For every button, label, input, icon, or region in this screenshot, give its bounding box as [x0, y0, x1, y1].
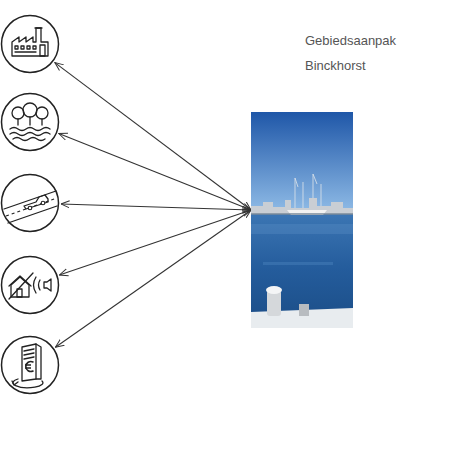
drawing-rect: [251, 112, 353, 212]
double-arrow: [55, 210, 251, 347]
drawing-circle: [12, 107, 24, 119]
double-arrow: [59, 210, 251, 275]
drawing-rect: [21, 46, 24, 49]
economy-icon-art: [0, 335, 60, 395]
drawing-circle: [36, 107, 48, 119]
noise-icon: [0, 255, 60, 315]
drawing-path: [10, 133, 50, 136]
drawing-path: [10, 128, 50, 131]
drawing-circle: [2, 16, 59, 73]
area-heading: Gebiedsaanpak Binckhorst: [305, 28, 409, 78]
drawing-path: [25, 365, 31, 368]
drawing-rect: [33, 46, 36, 49]
area-photo: Gebiedsaanpak Binckhorst: [251, 28, 353, 328]
drawing-circle: [23, 103, 37, 117]
drawing-circle: [2, 175, 59, 232]
nature-water-icon-art: [0, 92, 60, 152]
drawing-rect: [40, 45, 45, 56]
drawing-path: [251, 198, 353, 214]
drawing-rect: [299, 304, 309, 316]
drawing-path: [24, 195, 48, 209]
drawing-path: [35, 27, 42, 28]
drawing-rect: [251, 210, 353, 328]
drawing-path: [44, 279, 51, 291]
drawing-path: [13, 379, 43, 388]
double-arrow: [61, 204, 251, 210]
factory-icon: [0, 14, 60, 74]
drawing-ellipse: [266, 286, 282, 294]
drawing-rect: [15, 46, 18, 49]
drawing-path: [251, 213, 353, 215]
area-photo-art: [251, 112, 353, 328]
road-traffic-icon: [0, 173, 60, 233]
drawing-path: [295, 174, 321, 208]
drawing-circle: [2, 257, 59, 314]
drawing-path: [36, 344, 41, 379]
double-arrow: [59, 134, 251, 211]
drawing-path: [34, 277, 41, 293]
drawing-circle: [41, 201, 45, 205]
drawing-path: [12, 381, 18, 385]
drawing-circle: [28, 206, 32, 210]
noise-icon-art: [0, 255, 60, 315]
drawing-rect: [27, 46, 30, 49]
road-traffic-icon-art: [0, 173, 60, 233]
nature-water-icon: [0, 92, 60, 152]
drawing-circle: [2, 94, 59, 151]
drawing-path: [13, 138, 45, 141]
drawing-path: [15, 51, 36, 52]
drawing-circle: [2, 337, 59, 394]
drawing-path: [12, 28, 48, 56]
drawing-path: [6, 198, 57, 216]
drawing-path: [8, 206, 57, 223]
drawing-path: [22, 344, 36, 381]
drawing-path: [18, 117, 42, 125]
drawing-path: [4, 191, 56, 209]
drawing-rect: [263, 262, 333, 265]
drawing-path: [9, 276, 31, 286]
economy-icon: [0, 335, 60, 395]
drawing-path: [24, 349, 34, 359]
double-arrow: [55, 63, 251, 210]
drawing-path: [9, 273, 33, 299]
drawing-path: [26, 362, 33, 372]
drawing-rect: [251, 224, 353, 234]
factory-icon-art: [0, 14, 60, 74]
